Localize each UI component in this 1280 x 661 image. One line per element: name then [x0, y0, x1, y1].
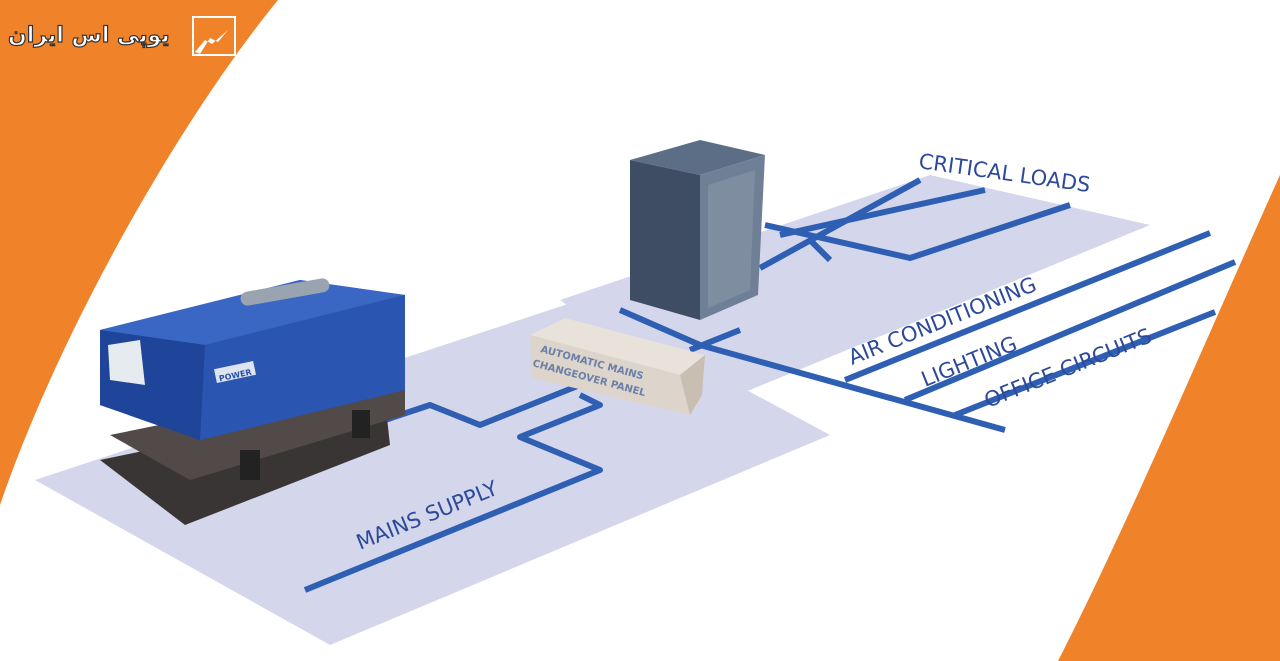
- logo-text: یوپی اس ایران: [8, 23, 170, 48]
- ups-cabinet: [630, 140, 765, 320]
- generator: POWER: [100, 278, 405, 525]
- right-orange-band: [1058, 175, 1280, 661]
- brand-logo: یوپی اس ایران: [7, 16, 236, 56]
- left-orange-band: [0, 0, 278, 505]
- lightning-house-icon: [192, 16, 236, 56]
- changeover-panel: AUTOMATIC MAINS CHANGEOVER PANEL: [530, 318, 705, 415]
- wiring: [303, 177, 1237, 593]
